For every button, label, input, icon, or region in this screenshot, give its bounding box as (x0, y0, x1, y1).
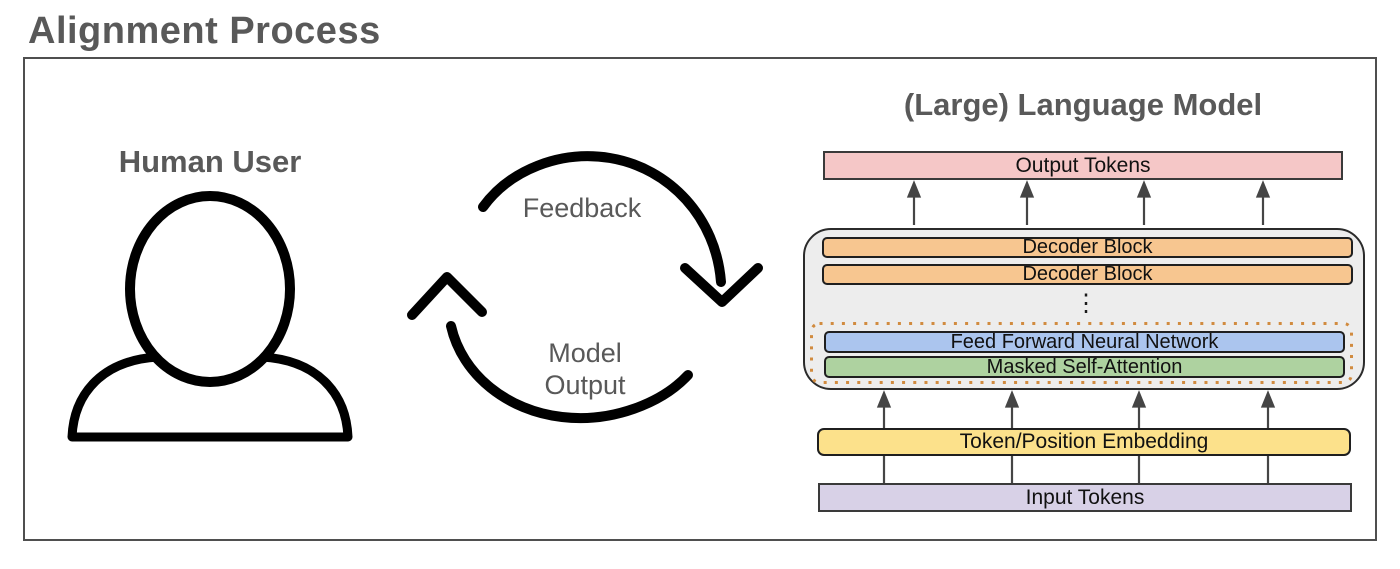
model-output-label-line2: Output (544, 370, 626, 400)
llm-title: (Large) Language Model (903, 87, 1263, 122)
token-position-embedding-box: Token/Position Embedding (817, 428, 1351, 456)
decoder-block-1: Decoder Block (822, 236, 1353, 258)
model-output-label-line1: Model (548, 338, 622, 368)
input-tokens-box: Input Tokens (818, 483, 1352, 512)
decoder-block-2: Decoder Block (822, 263, 1353, 285)
stack-ellipsis: ⋮ (1074, 290, 1098, 317)
feed-forward-box: Feed Forward Neural Network (824, 331, 1345, 353)
page-title: Alignment Process (28, 10, 381, 52)
model-output-label: Model Output (500, 337, 670, 401)
output-tokens-box: Output Tokens (823, 151, 1343, 180)
human-user-label: Human User (118, 144, 302, 179)
feedback-label: Feedback (522, 193, 642, 223)
masked-self-attention-box: Masked Self-Attention (824, 356, 1345, 378)
